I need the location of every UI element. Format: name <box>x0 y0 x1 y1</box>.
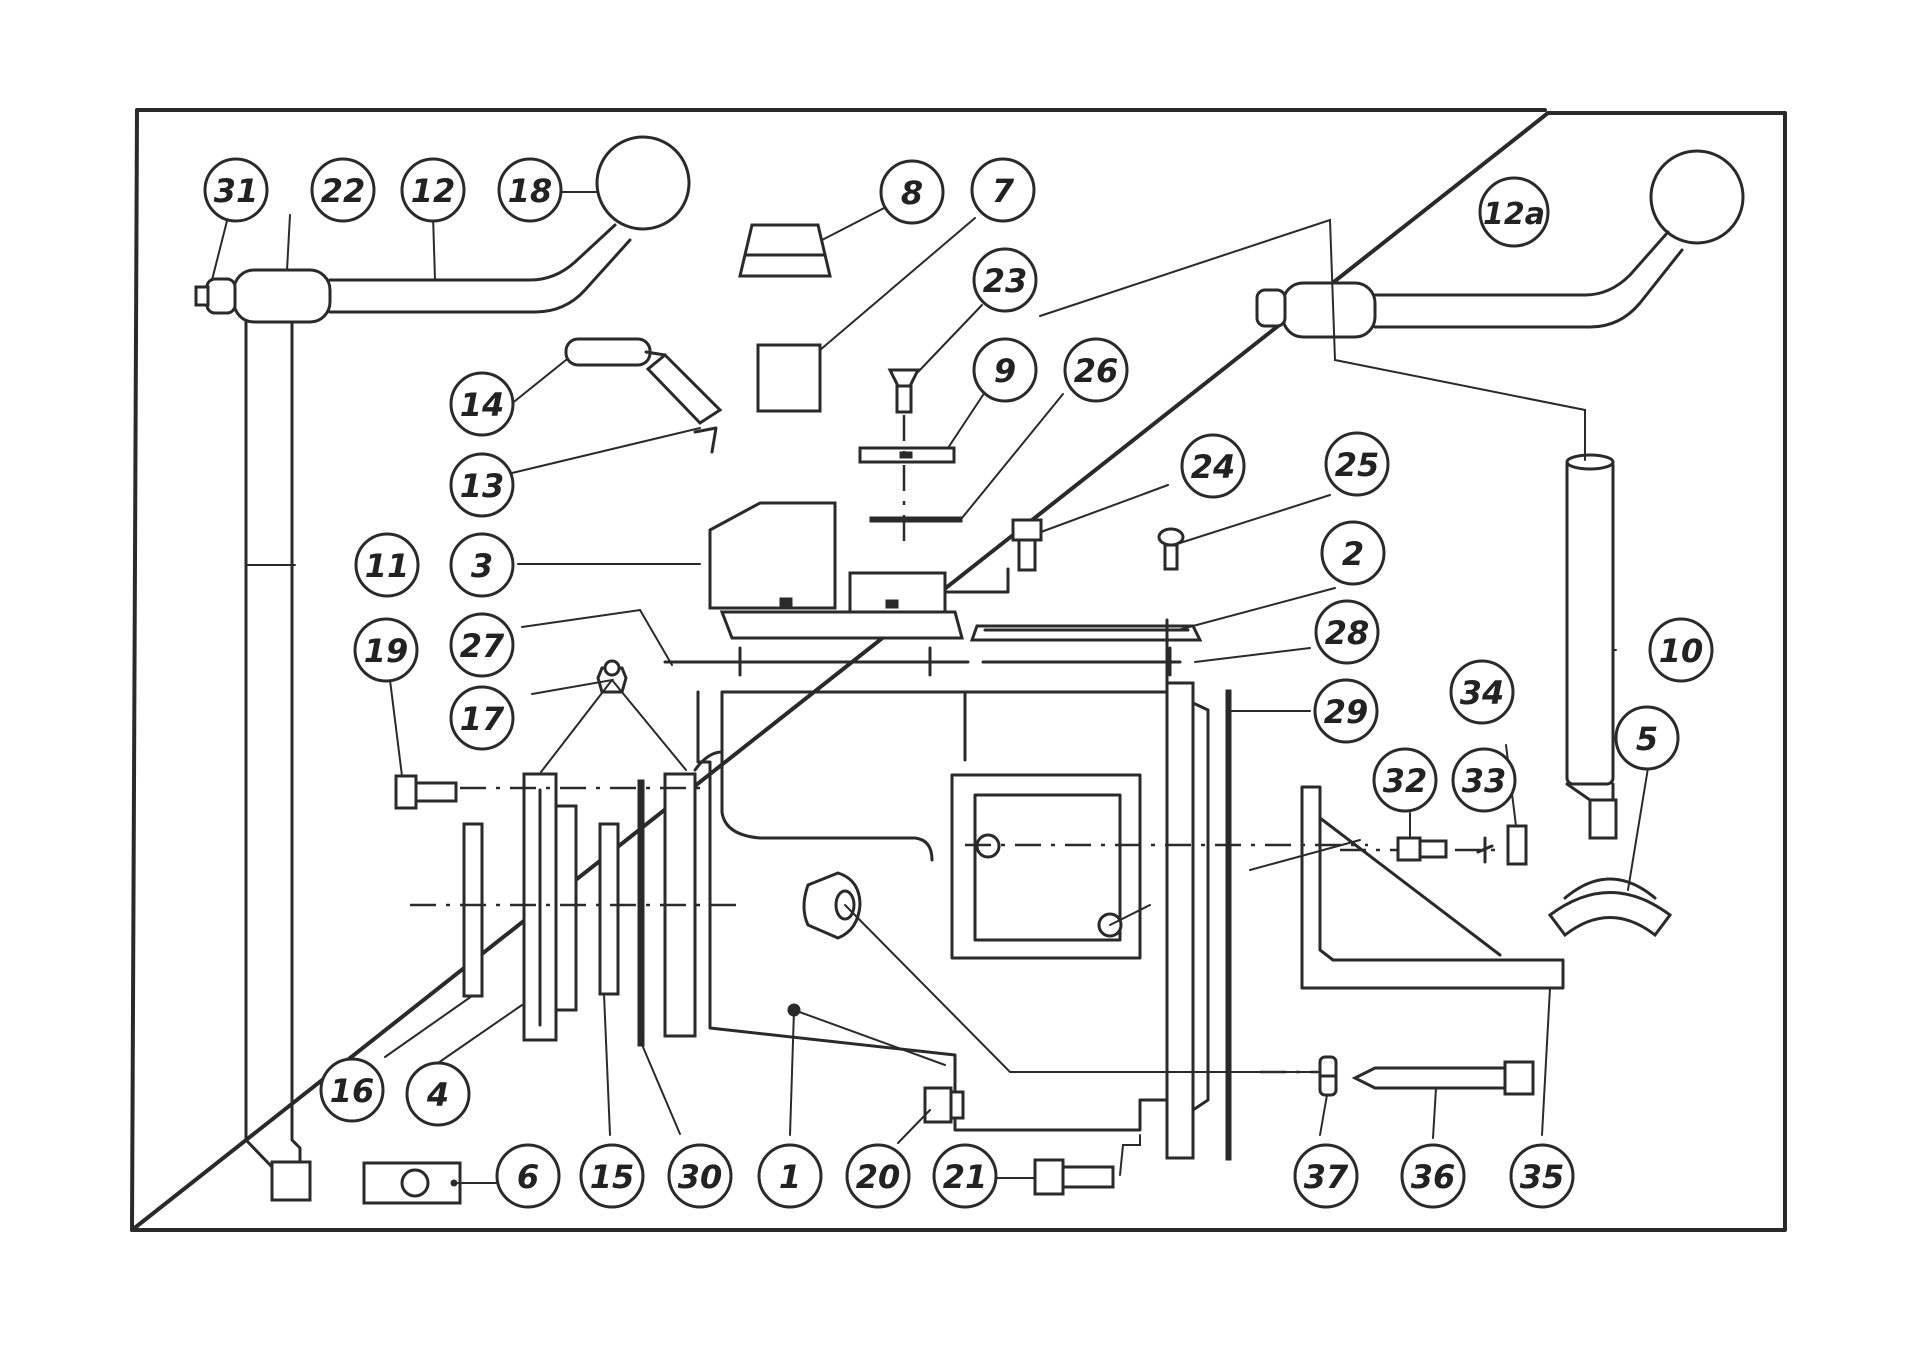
callout-26: 26 <box>1063 337 1129 403</box>
callout-label: 4 <box>426 1076 449 1114</box>
callout-label: 22 <box>321 172 366 210</box>
callout-label: 29 <box>1324 693 1369 731</box>
callout-4: 4 <box>405 1061 471 1127</box>
callout-22: 22 <box>310 157 376 223</box>
callout-label: 35 <box>1520 1158 1565 1196</box>
callout-18: 18 <box>497 157 563 223</box>
callout-14: 14 <box>449 371 515 437</box>
callout-label: 33 <box>1462 762 1507 800</box>
callout-label: 13 <box>460 467 505 505</box>
top-small-parts <box>564 223 1185 572</box>
callout-label: 12a <box>1483 197 1545 232</box>
callout-1: 1 <box>757 1143 823 1209</box>
callout-35: 35 <box>1509 1143 1575 1209</box>
callout-31: 31 <box>203 157 269 223</box>
right-side-parts <box>1033 689 1565 1196</box>
callout-label: 23 <box>983 262 1028 300</box>
callout-29: 29 <box>1313 678 1379 744</box>
callout-24: 24 <box>1180 433 1246 499</box>
callout-17: 17 <box>449 685 515 751</box>
callout-label: 14 <box>460 386 505 424</box>
callout-7: 7 <box>970 157 1036 223</box>
callout-label: 12 <box>411 172 456 210</box>
callout-15: 15 <box>579 1143 645 1209</box>
callout-34: 34 <box>1449 659 1515 725</box>
callout-23: 23 <box>972 247 1038 313</box>
callout-6: 6 <box>495 1143 561 1209</box>
callout-25: 25 <box>1324 431 1390 497</box>
callout-label: 20 <box>856 1158 901 1196</box>
callout-label: 27 <box>460 627 505 665</box>
callout-28: 28 <box>1314 599 1380 665</box>
callout-label: 32 <box>1383 762 1428 800</box>
callout-label: 17 <box>460 700 505 738</box>
callout-label: 24 <box>1191 448 1236 486</box>
callout-19: 19 <box>353 617 419 683</box>
right-shift-lever <box>1255 149 1745 938</box>
callout-label: 34 <box>1460 674 1505 712</box>
callout-label: 1 <box>779 1158 801 1196</box>
callout-label: 25 <box>1335 446 1380 484</box>
callout-3: 3 <box>449 532 515 598</box>
callout-label: 30 <box>678 1158 723 1196</box>
callout-13: 13 <box>449 452 515 518</box>
callout-label: 9 <box>994 352 1016 390</box>
left-disc-stack <box>362 750 1368 1205</box>
callout-36: 36 <box>1400 1143 1466 1209</box>
callout-label: 5 <box>1636 720 1658 758</box>
callout-20: 20 <box>845 1143 911 1209</box>
callout-label: 16 <box>330 1072 375 1110</box>
callout-2: 2 <box>1320 520 1386 586</box>
callout-label: 10 <box>1659 632 1704 670</box>
left-shift-lever <box>194 135 691 1202</box>
callout-33: 33 <box>1451 747 1517 813</box>
callout-label: 11 <box>365 547 410 585</box>
callout-12a: 12a <box>1478 176 1550 248</box>
callout-label: 8 <box>901 174 923 212</box>
callout-11: 11 <box>354 532 420 598</box>
callout-label: 3 <box>471 547 493 585</box>
callout-27: 27 <box>449 612 515 678</box>
callout-21: 21 <box>932 1143 998 1209</box>
callout-label: 26 <box>1074 352 1119 390</box>
callout-label: 28 <box>1325 614 1370 652</box>
callout-10: 10 <box>1648 617 1714 683</box>
callout-label: 19 <box>364 632 409 670</box>
callout-12: 12 <box>400 157 466 223</box>
callout-label: 6 <box>517 1158 539 1196</box>
callout-32: 32 <box>1372 747 1438 813</box>
callout-16: 16 <box>319 1057 385 1123</box>
callout-label: 7 <box>992 172 1015 210</box>
callout-label: 2 <box>1342 535 1364 573</box>
callout-37: 37 <box>1293 1143 1359 1209</box>
callout-8: 8 <box>879 159 945 225</box>
leader-lines <box>211 191 1649 1184</box>
callout-label: 15 <box>590 1158 635 1196</box>
callout-label: 37 <box>1304 1158 1349 1196</box>
callout-label: 18 <box>508 172 553 210</box>
callout-5: 5 <box>1614 705 1680 771</box>
callout-9: 9 <box>972 337 1038 403</box>
callout-label: 36 <box>1411 1158 1456 1196</box>
callout-30: 30 <box>667 1143 733 1209</box>
callout-label: 31 <box>214 172 259 210</box>
callout-label: 21 <box>943 1158 988 1196</box>
